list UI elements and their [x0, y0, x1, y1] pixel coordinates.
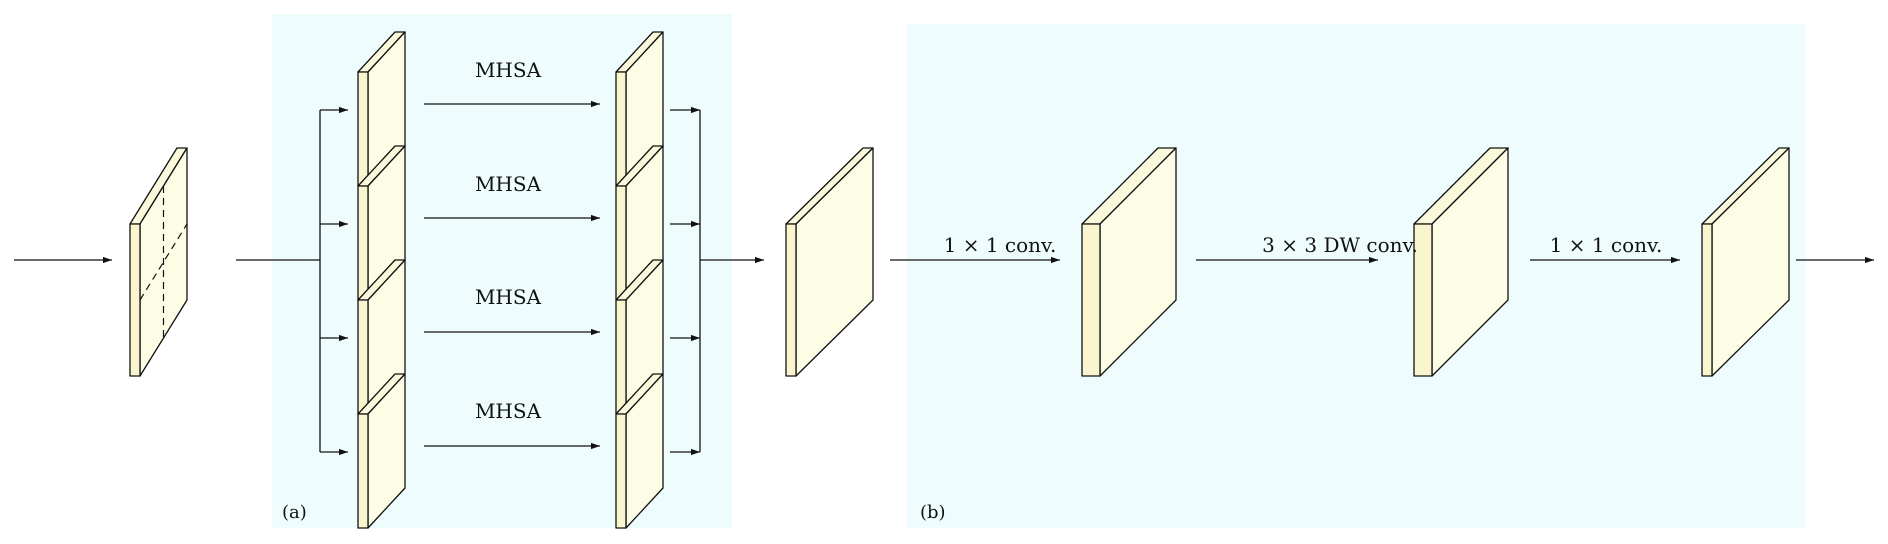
branch-3-mhsa-label: MHSA: [475, 285, 542, 309]
input-feature-block: [129, 147, 188, 377]
branch-4-input-patch: [357, 373, 406, 529]
branch-4-output-patch: [615, 373, 664, 529]
op-1x1-conv-label-2: 1 × 1 conv.: [1550, 233, 1663, 257]
branch-2-mhsa-label: MHSA: [475, 172, 542, 196]
conv1-output-block: [1081, 147, 1177, 377]
dwconv-output-block: [1413, 147, 1509, 377]
feature-blocks: [129, 31, 1790, 529]
panel-b-background: [907, 24, 1806, 528]
merged-feature-block: [785, 147, 874, 377]
panel-b-caption: (b): [920, 502, 946, 523]
op-3x3-dw-conv-label: 3 × 3 DW conv.: [1262, 233, 1418, 257]
branch-1-mhsa-label: MHSA: [475, 58, 542, 82]
branch-4-mhsa-label: MHSA: [475, 399, 542, 423]
connector-arrows: [14, 100, 1874, 456]
conv2-output-block: [1701, 147, 1790, 377]
op-1x1-conv-label: 1 × 1 conv.: [944, 233, 1057, 257]
panel-a-caption: (a): [282, 502, 307, 523]
